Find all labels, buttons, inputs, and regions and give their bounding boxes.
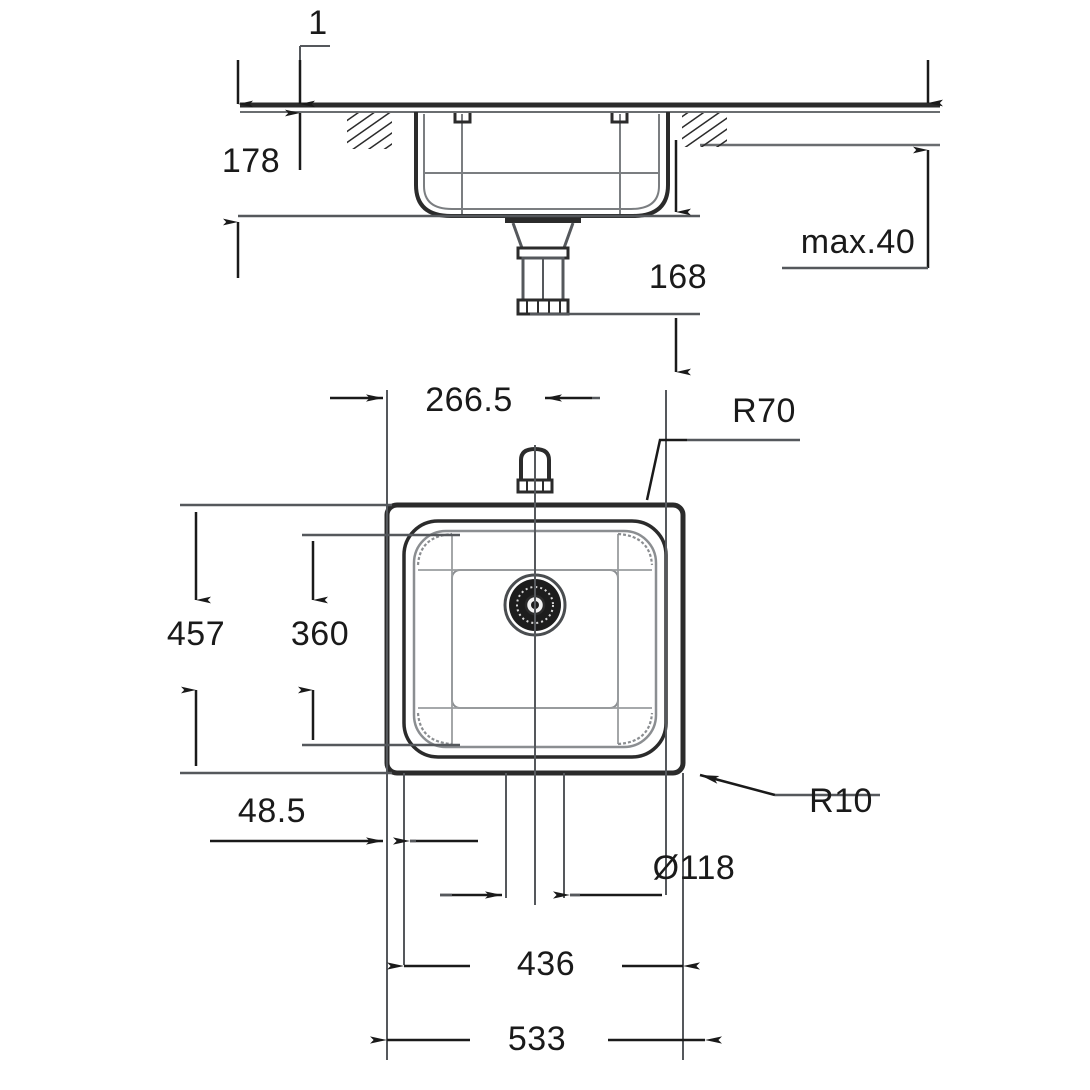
plan-extension-lines-horizontal [180,503,460,775]
waste-drain-assembly [505,214,581,316]
worktop-hatch-left [347,113,392,149]
leader-label-corner-radius-inner: R10 [809,782,873,820]
dim-label-overall-width: 533 [508,1020,566,1058]
dim-label-bowl-width: 436 [517,945,575,983]
dim-label-edge-offset: 48.5 [238,792,306,830]
leader-corner-radius-outer [645,438,800,501]
dim-label-bowl-depth: 178 [222,142,280,180]
dim-bowl-depth [223,60,700,278]
dim-label-tap-hole-from-left: 266.5 [425,381,513,419]
dim-worktop-max-thickness [782,60,943,270]
dim-waste-height [530,140,700,376]
sink-bowl-section [414,112,670,218]
dim-label-overall-depth: 457 [167,615,225,653]
section-view: 1 178 168 max.40 [222,4,943,376]
dim-label-bowl-depth-plan: 360 [291,615,349,653]
dim-label-waste-height: 168 [649,258,707,296]
dim-label-worktop-thickness: 1 [308,4,327,42]
plan-extension-lines-vertical [386,390,684,1060]
dim-label-worktop-max-thickness: max.40 [801,223,916,261]
worktop-hatch-right [682,113,727,147]
plan-view: 266.5 457 360 48.5 Ø118 436 533 R70 R10 [167,381,880,1060]
dim-worktop-thickness [285,45,330,170]
dim-label-drain-diameter: Ø118 [653,849,736,887]
leader-corner-radius-inner [699,773,880,797]
leader-label-corner-radius-outer: R70 [732,392,796,430]
worktop-surface [240,102,940,113]
